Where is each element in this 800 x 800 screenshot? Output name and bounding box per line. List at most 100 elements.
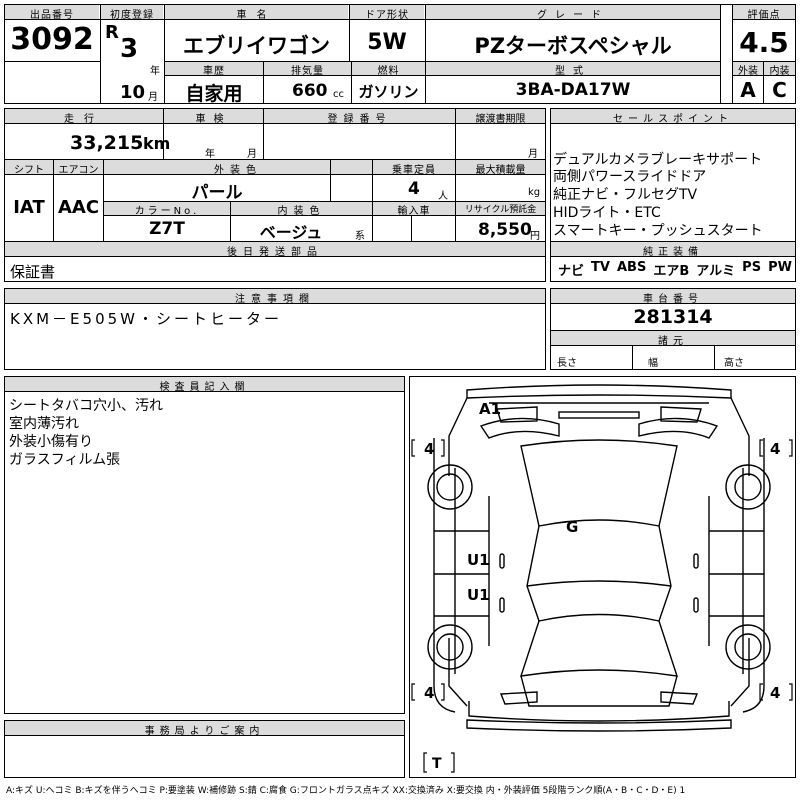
tire-rear-left: 4 xyxy=(424,684,435,702)
damage-mark-left-door: U1 xyxy=(467,551,490,569)
doors: 5W xyxy=(367,30,407,55)
fuel-label: 燃料 xyxy=(377,66,400,77)
tire-front-right: 4 xyxy=(770,440,781,458)
later-parts-label: 後日発送部品 xyxy=(227,247,323,258)
inspector-line: 室内薄汚れ xyxy=(9,416,79,432)
first-reg-label: 初度登録 xyxy=(110,10,154,21)
import-label: 輸入車 xyxy=(397,206,431,217)
equipment-item: ABS xyxy=(616,260,647,275)
color: パール xyxy=(191,183,243,203)
sales-point-line: スマートキー・プッシュスタート xyxy=(553,223,763,239)
notes-label: 注意事項欄 xyxy=(235,294,315,305)
damage-mark-left-slide-door: U1 xyxy=(467,586,490,604)
sales-point-line: HIDライト・ETC xyxy=(553,205,661,221)
spare-tire: T xyxy=(432,756,442,772)
capacity-label: 乗車定員 xyxy=(392,165,436,176)
equipment-list: ナビ TV ABS エアB アルミ PS PW xyxy=(558,260,792,279)
doors-label: ドア形状 xyxy=(365,10,409,21)
shift: IAT xyxy=(13,197,45,218)
width-label: 幅 xyxy=(648,358,658,369)
displacement: 660 xyxy=(292,81,328,101)
inspector-line: 外装小傷有り xyxy=(9,434,93,450)
sales-point-line: 純正ナビ・フルセグTV xyxy=(553,187,698,203)
reg-year-unit: 年 xyxy=(150,66,160,77)
office-box xyxy=(4,720,405,778)
grade-label: グレード xyxy=(537,10,609,21)
interior-color-label: 内装色 xyxy=(277,206,326,217)
inspector-line: シートタバコ穴小、汚れ xyxy=(9,398,163,414)
damage-mark-windshield: G xyxy=(566,518,579,536)
displacement-unit: cc xyxy=(333,89,344,100)
color-no-label: カラーNo. xyxy=(134,206,200,217)
color-no: Z7T xyxy=(149,219,185,239)
recycle: 8,550 xyxy=(478,220,532,240)
model: 3BA-DA17W xyxy=(515,80,631,100)
details-table xyxy=(4,108,546,282)
damage-mark-front-bumper: A1 xyxy=(479,400,502,418)
chassis-number: 281314 xyxy=(633,306,713,328)
car-name-label: 車名 xyxy=(236,10,277,21)
score-label: 評価点 xyxy=(747,10,781,21)
history-label: 車歴 xyxy=(203,66,225,77)
registration-label: 登録番号 xyxy=(327,114,392,125)
recycle-unit: 円 xyxy=(530,231,540,242)
capacity: 4 xyxy=(408,179,420,199)
score: 4.5 xyxy=(739,26,789,59)
displacement-label: 排気量 xyxy=(291,66,324,77)
equipment-item: PS xyxy=(742,260,762,275)
equipment-item: TV xyxy=(591,260,610,275)
equipment-item: ナビ xyxy=(558,264,585,279)
shift-label: シフト xyxy=(14,165,44,176)
notes-box xyxy=(4,288,546,370)
lot-number-label: 出品番号 xyxy=(30,10,74,21)
car-name: エブリイワゴン xyxy=(183,34,330,58)
diagram-box xyxy=(409,376,796,778)
recycle-label: リサイクル預託金 xyxy=(464,205,537,215)
interior-color-suffix: 系 xyxy=(355,231,365,242)
exterior-label: 外装 xyxy=(738,66,758,77)
load-label: 最大積載量 xyxy=(475,165,526,176)
fuel: ガソリン xyxy=(358,83,419,101)
inspection-month-unit: 月 xyxy=(247,149,257,160)
model-label: 型式 xyxy=(555,66,591,77)
transfer-label: 譲渡書期限 xyxy=(475,114,526,125)
history: 自家用 xyxy=(185,83,243,105)
sales-point-line: デュアルカメラブレーキサポート xyxy=(553,152,763,168)
inspector-line: ガラスフィルム張 xyxy=(9,452,121,468)
equipment-item: アルミ xyxy=(696,264,736,279)
ac-label: エアコン xyxy=(58,165,99,176)
tire-front-left: 4 xyxy=(424,440,435,458)
sales-points-box xyxy=(550,108,796,282)
tire-rear-right: 4 xyxy=(770,684,781,702)
reg-year: 3 xyxy=(120,34,139,64)
interior-grade: C xyxy=(772,78,787,102)
height-label: 高さ xyxy=(724,358,744,369)
interior-color: ベージュ xyxy=(259,223,323,242)
office-label: 事務局よりご案内 xyxy=(144,726,265,737)
inspection-year-unit: 年 xyxy=(205,149,215,160)
car-diagram xyxy=(411,384,793,773)
equipment-label: 純正装備 xyxy=(643,247,703,258)
legend-text: A:キズ U:ヘコミ B:キズを伴うヘコミ P:要塗装 W:補修跡 S:錆 C:… xyxy=(6,786,686,796)
mileage-unit: km xyxy=(143,134,171,153)
later-parts: 保証書 xyxy=(10,263,56,281)
dims-label: 諸元 xyxy=(658,336,688,347)
reg-month: 10 xyxy=(120,82,146,103)
sales-points-label: セールスポイント xyxy=(613,114,733,125)
transfer-month-unit: 月 xyxy=(528,149,538,160)
chassis-label: 車台番号 xyxy=(643,294,703,305)
inspection-label: 車検 xyxy=(195,114,232,125)
mileage-label: 走行 xyxy=(64,114,104,125)
chassis-box xyxy=(550,288,796,370)
header-table xyxy=(4,4,796,104)
color-label: 外装色 xyxy=(214,165,262,176)
inspector-label: 検査員記入欄 xyxy=(159,382,250,393)
exterior-grade: A xyxy=(740,78,756,102)
reg-month-unit: 月 xyxy=(148,92,158,103)
capacity-unit: 人 xyxy=(438,191,448,202)
reg-era: R xyxy=(105,22,119,43)
interior-label: 内装 xyxy=(769,66,790,77)
mileage: 33,215 xyxy=(70,132,144,154)
equipment-item: エアB xyxy=(653,264,690,279)
ac: AAC xyxy=(57,197,100,218)
